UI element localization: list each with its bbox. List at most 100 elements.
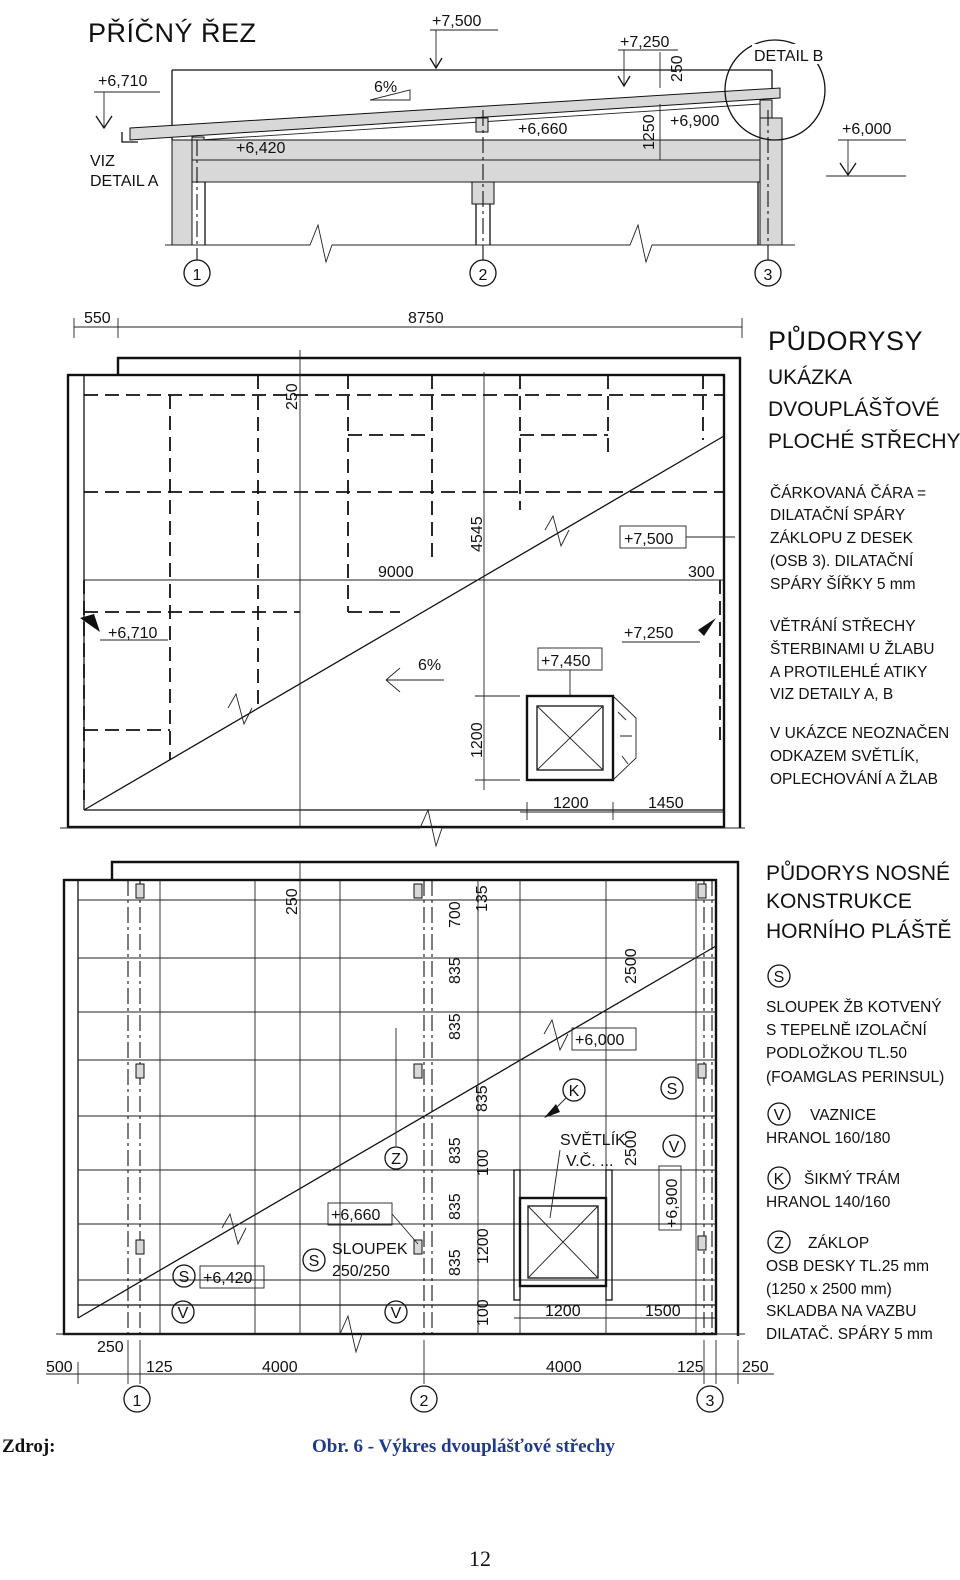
plan2-dim-250: 250 bbox=[284, 888, 301, 915]
plan2-title-2: KONSTRUKCE bbox=[766, 890, 912, 913]
cross-section: PŘÍČNÝ ŘEZ 1 2 bbox=[88, 13, 906, 287]
plan1-subtitle-3: PLOCHÉ STŘECHY bbox=[768, 430, 960, 453]
plan2-level-6000: +6,000 bbox=[575, 1032, 624, 1049]
plan1-note1-line3: ZÁKLOPU Z DESEK bbox=[770, 530, 914, 547]
legend-v-line1: VAZNICE bbox=[810, 1107, 876, 1124]
plan2-dim-835-f: 835 bbox=[447, 1249, 464, 1276]
level-left: +6,710 bbox=[98, 73, 147, 90]
roof-drawing: PŘÍČNÝ ŘEZ 1 2 bbox=[46, 13, 960, 1413]
plan2-level-6900: +6,900 bbox=[664, 1179, 681, 1228]
roof-plan: 550 8750 250 4545 9000 bbox=[60, 310, 960, 848]
plan2-dim-835-d: 835 bbox=[447, 1137, 464, 1164]
plan2-sloupek-label: SLOUPEK bbox=[332, 1241, 408, 1258]
legend-z-line5: DILATAČ. SPÁRY 5 mm bbox=[766, 1326, 933, 1343]
plan1-dim-250: 250 bbox=[284, 383, 301, 410]
plan1-dim-1450: 1450 bbox=[648, 795, 684, 812]
level-inner-1: +6,420 bbox=[236, 140, 285, 157]
roof-slab bbox=[129, 87, 781, 141]
plan2-bottom-dim-250-right: 250 bbox=[742, 1359, 769, 1376]
structure-plan: 250 700 135 835 835 835 835 835 835 2500… bbox=[46, 860, 952, 1413]
plan1-note2-line1: VĚTRÁNÍ STŘECHY bbox=[770, 618, 916, 635]
plan2-bottom-dim-500: 500 bbox=[46, 1359, 73, 1376]
dim-250: 250 bbox=[669, 55, 686, 82]
legend-z-line2: OSB DESKY TL.25 mm bbox=[766, 1258, 929, 1275]
plan2-ref-v2: V bbox=[391, 1305, 402, 1322]
detail-a-line2: DETAIL A bbox=[90, 173, 159, 190]
plan1-level-6710: +6,710 bbox=[108, 625, 157, 642]
page-number: 12 bbox=[469, 1546, 491, 1571]
legend-s-symbol: S bbox=[774, 969, 785, 986]
axis-3-label: 3 bbox=[764, 267, 773, 284]
plan2-ref-v1: V bbox=[178, 1305, 189, 1322]
plan2-skylight bbox=[518, 1196, 608, 1288]
plan1-note3-line2: ODKAZEM SVĚTLÍK, bbox=[770, 748, 919, 765]
plan1-title: PŮDORYSY bbox=[768, 324, 923, 356]
legend-k-line1: ŠIKMÝ TRÁM bbox=[804, 1171, 900, 1188]
plan1-note3-line3: OPLECHOVÁNÍ A ŽLAB bbox=[770, 771, 938, 788]
plan1-slope: 6% bbox=[418, 657, 441, 674]
legend-z-line1: ZÁKLOP bbox=[808, 1235, 869, 1252]
plan2-dim-1200-horiz: 1200 bbox=[545, 1303, 581, 1320]
plan2-outline bbox=[62, 878, 718, 1336]
plan1-dim-4545: 4545 bbox=[469, 516, 486, 552]
plan2-ref-s3: S bbox=[667, 1081, 678, 1098]
section-slope: 6% bbox=[374, 79, 397, 96]
plan1-subtitle-2: DVOUPLÁŠŤOVÉ bbox=[768, 398, 940, 421]
plan1-note1-line4: (OSB 3). DILATAČNÍ bbox=[770, 553, 914, 570]
plan2-title-1: PŮDORYS NOSNÉ bbox=[766, 861, 950, 885]
plan2-level-6420: +6,420 bbox=[203, 1270, 252, 1287]
plan2-skylight-label: SVĚTLÍK bbox=[560, 1130, 626, 1149]
plan1-level-7450: +7,450 bbox=[541, 653, 590, 670]
plan2-bottom-dim-4000-left: 4000 bbox=[262, 1359, 298, 1376]
plan2-bottom-dim-250-left: 250 bbox=[97, 1339, 124, 1356]
plan2-dim-1200-vert: 1200 bbox=[475, 1228, 492, 1264]
level-inner-3: +6,900 bbox=[670, 113, 719, 130]
plan1-dim-1200-horiz: 1200 bbox=[553, 795, 589, 812]
plan2-skylight-vc: V.Č. ... bbox=[566, 1151, 613, 1170]
level-inner-2: +6,660 bbox=[518, 121, 567, 138]
plan1-note2-line4: VIZ DETAILY A, B bbox=[770, 686, 893, 703]
legend-s-line1: SLOUPEK ŽB KOTVENÝ bbox=[766, 999, 942, 1016]
plan2-title-3: HORNÍHO PLÁŠTĚ bbox=[766, 920, 952, 943]
legend-s-line3: PODLOŽKOU TL.50 bbox=[766, 1045, 907, 1062]
plan1-arrow-6710 bbox=[80, 614, 100, 632]
plan1-dim-1200-vert: 1200 bbox=[469, 722, 486, 758]
legend-z-symbol: Z bbox=[774, 1235, 784, 1252]
plan2-dim-2500-b: 2500 bbox=[623, 1130, 640, 1166]
plan1-note1-line2: DILATAČNÍ SPÁRY bbox=[770, 507, 905, 524]
legend-k-symbol: K bbox=[774, 1171, 785, 1188]
plan2-dim-135: 135 bbox=[474, 885, 491, 912]
dim-1250: 1250 bbox=[641, 114, 658, 150]
plan1-dim-8750: 8750 bbox=[408, 310, 444, 327]
axis-1-label: 1 bbox=[193, 267, 202, 284]
detail-b-circle bbox=[724, 39, 826, 141]
legend-z-line3: (1250 x 2500 mm) bbox=[766, 1281, 892, 1298]
plan2-dim-100-a: 100 bbox=[475, 1149, 492, 1176]
legend-z-line4: SKLADBA NA VAZBU bbox=[766, 1303, 916, 1320]
legend-v-line2: HRANOL 160/180 bbox=[766, 1130, 891, 1147]
plan2-dim-835-c: 835 bbox=[474, 1085, 491, 1112]
axis-2-label: 2 bbox=[479, 267, 488, 284]
plan2-bottom-dim-125-right: 125 bbox=[677, 1359, 704, 1376]
plan1-level-7500: +7,500 bbox=[624, 531, 673, 548]
plan2-dim-2500-a: 2500 bbox=[623, 948, 640, 984]
legend-s-line4: (FOAMGLAS PERINSUL) bbox=[766, 1069, 944, 1086]
section-title: PŘÍČNÝ ŘEZ bbox=[88, 17, 257, 48]
plan2-level-6660: +6,660 bbox=[331, 1207, 380, 1224]
plan1-note1-line1: ČÁRKOVANÁ ČÁRA = bbox=[770, 485, 926, 502]
plan1-note2-line3: A PROTILEHLÉ ATIKY bbox=[770, 664, 927, 681]
level-right: +6,000 bbox=[842, 121, 891, 138]
detail-a-line1: VIZ bbox=[90, 153, 115, 170]
plan2-axis-1-label: 1 bbox=[133, 1393, 142, 1410]
plan2-dim-700: 700 bbox=[447, 901, 464, 928]
plan2-ref-z: Z bbox=[391, 1151, 401, 1168]
detail-b-label: DETAIL B bbox=[754, 48, 823, 65]
plan2-dim-100-b: 100 bbox=[475, 1299, 492, 1326]
plan1-dim-550: 550 bbox=[84, 310, 111, 327]
level-top: +7,500 bbox=[432, 13, 481, 30]
plan2-ref-v3: V bbox=[669, 1139, 680, 1156]
plan2-ref-k: K bbox=[569, 1083, 580, 1100]
legend-s-line2: S TEPELNĚ IZOLAČNÍ bbox=[766, 1022, 927, 1039]
plan2-axis-3-label: 3 bbox=[706, 1393, 715, 1410]
plan2-axis-2-label: 2 bbox=[420, 1393, 429, 1410]
